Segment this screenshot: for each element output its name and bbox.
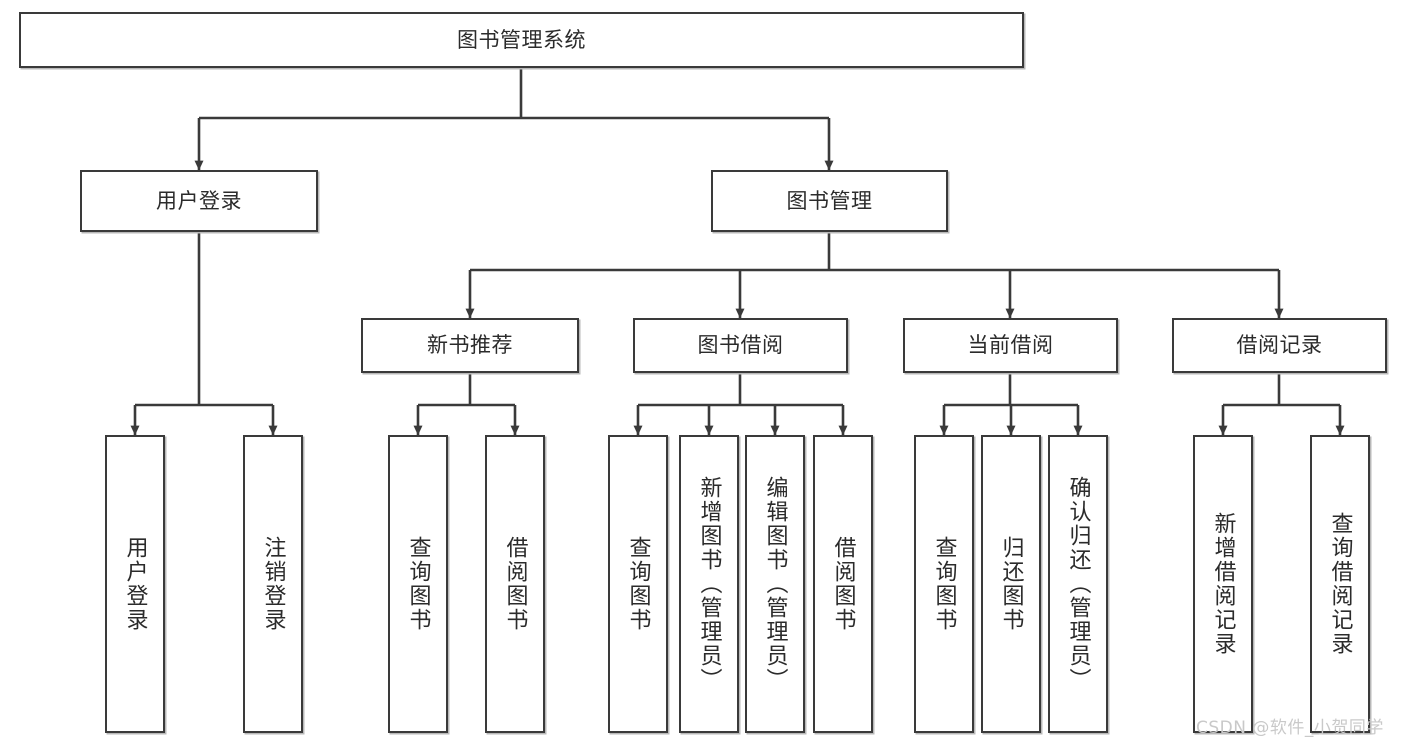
node-leaf-query-book-2[interactable]: 查询图书 bbox=[608, 435, 668, 733]
node-current-borrow[interactable]: 当前借阅 bbox=[903, 318, 1118, 373]
node-label-leaf-add-book: 新增图书（管理员） bbox=[696, 476, 722, 692]
node-leaf-query-book-1[interactable]: 查询图书 bbox=[388, 435, 448, 733]
node-new-book-recommend[interactable]: 新书推荐 bbox=[361, 318, 579, 373]
node-label-leaf-query-book-3: 查询图书 bbox=[931, 536, 957, 632]
node-borrow-record[interactable]: 借阅记录 bbox=[1172, 318, 1387, 373]
node-leaf-add-book[interactable]: 新增图书（管理员） bbox=[679, 435, 739, 733]
node-leaf-edit-book[interactable]: 编辑图书（管理员） bbox=[745, 435, 805, 733]
node-label-leaf-add-record: 新增借阅记录 bbox=[1210, 512, 1236, 656]
node-label-user-login: 用户登录 bbox=[156, 188, 242, 213]
node-root[interactable]: 图书管理系统 bbox=[19, 12, 1024, 68]
node-label-leaf-user-login: 用户登录 bbox=[122, 536, 148, 632]
node-label-leaf-edit-book: 编辑图书（管理员） bbox=[762, 476, 788, 692]
node-label-book-manage: 图书管理 bbox=[786, 188, 873, 213]
watermark-label: CSDN @软件_小贺同学 bbox=[1196, 718, 1384, 738]
node-leaf-logout[interactable]: 注销登录 bbox=[243, 435, 303, 733]
node-leaf-return-book[interactable]: 归还图书 bbox=[981, 435, 1041, 733]
node-label-borrow-record: 借阅记录 bbox=[1236, 333, 1323, 358]
node-label-leaf-query-book-2: 查询图书 bbox=[625, 536, 651, 632]
node-label-new-book-recommend: 新书推荐 bbox=[427, 333, 513, 358]
node-label-leaf-borrow-book-2: 借阅图书 bbox=[830, 536, 856, 632]
node-leaf-add-record[interactable]: 新增借阅记录 bbox=[1193, 435, 1253, 733]
node-user-login[interactable]: 用户登录 bbox=[80, 170, 318, 232]
node-label-leaf-confirm-return: 确认归还（管理员） bbox=[1065, 476, 1091, 692]
node-label-leaf-logout: 注销登录 bbox=[260, 536, 286, 632]
node-label-leaf-return-book: 归还图书 bbox=[998, 536, 1024, 632]
node-leaf-query-book-3[interactable]: 查询图书 bbox=[914, 435, 974, 733]
node-book-borrow[interactable]: 图书借阅 bbox=[633, 318, 848, 373]
node-leaf-borrow-book-1[interactable]: 借阅图书 bbox=[485, 435, 545, 733]
node-leaf-confirm-return[interactable]: 确认归还（管理员） bbox=[1048, 435, 1108, 733]
node-label-book-borrow: 图书借阅 bbox=[697, 333, 784, 358]
connector-lines bbox=[130, 68, 1345, 436]
node-leaf-user-login[interactable]: 用户登录 bbox=[105, 435, 165, 733]
node-leaf-borrow-book-2[interactable]: 借阅图书 bbox=[813, 435, 873, 733]
node-label-root: 图书管理系统 bbox=[457, 27, 586, 52]
node-label-leaf-query-record: 查询借阅记录 bbox=[1327, 512, 1353, 656]
node-label-current-borrow: 当前借阅 bbox=[967, 333, 1054, 358]
node-label-leaf-query-book-1: 查询图书 bbox=[405, 536, 431, 632]
node-book-manage[interactable]: 图书管理 bbox=[711, 170, 948, 232]
node-label-leaf-borrow-book-1: 借阅图书 bbox=[502, 536, 528, 632]
node-leaf-query-record[interactable]: 查询借阅记录 bbox=[1310, 435, 1370, 733]
